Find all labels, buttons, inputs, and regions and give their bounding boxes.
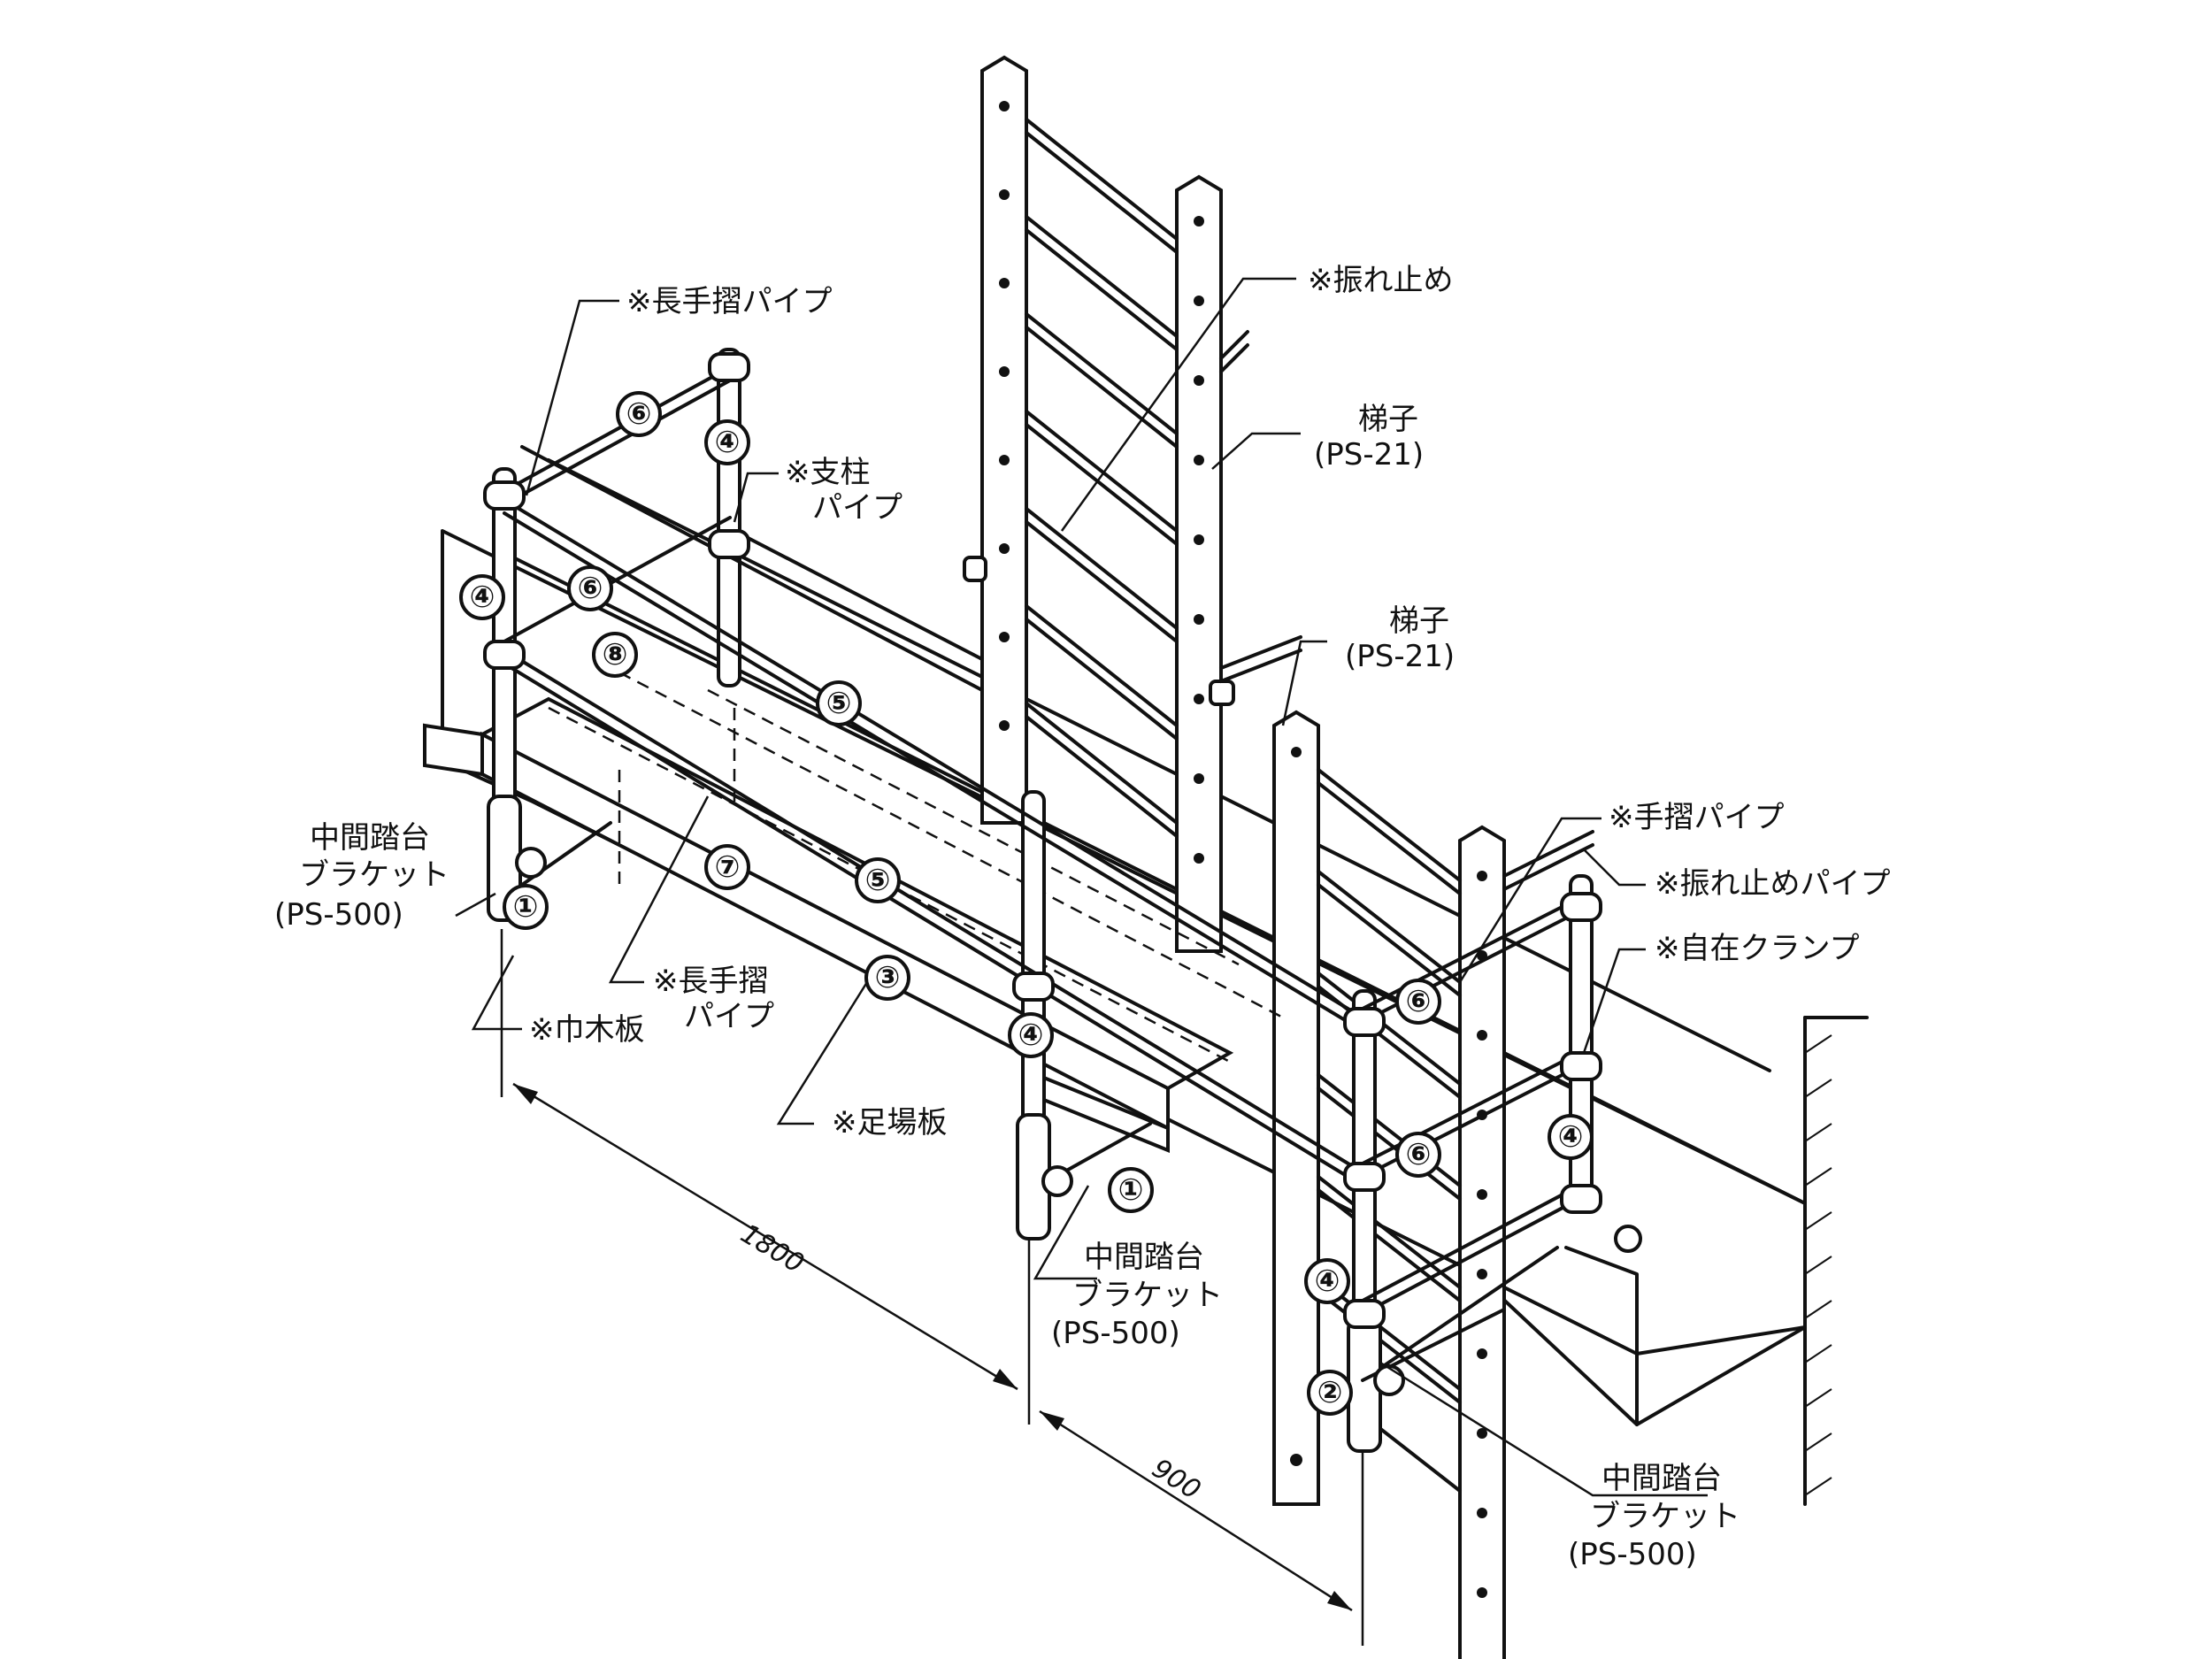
callouts: ※長手摺パイプ ※振れ止め ※支柱 パイプ 梯子 (PS-21) 梯子 (PS-… <box>274 263 1891 1572</box>
svg-text:⑤: ⑤ <box>826 686 852 721</box>
svg-text:⑥: ⑥ <box>626 396 652 432</box>
part-marker-5: ⑤ <box>816 680 862 726</box>
label-free-clamp: ※自在クランプ <box>1655 931 1859 966</box>
label-handrail-pipe: ※手摺パイプ <box>1609 800 1785 835</box>
label-ladder-a-1: 梯子 <box>1358 402 1418 437</box>
label-ladder-b-1: 梯子 <box>1389 603 1449 639</box>
clamps <box>483 352 1642 1396</box>
part-marker-4: ④ <box>1304 1258 1350 1304</box>
part-markers: ⑥ ④ ④ ⑥ ⑧ ⑤ ⑤ ⑦ ③ ① ④ ① ⑥ ⑥ ④ ④ ② <box>459 391 1594 1416</box>
svg-text:④: ④ <box>1558 1119 1584 1155</box>
wall-right <box>1803 1016 1869 1506</box>
label-sway-stop-pipe: ※振れ止めパイプ <box>1655 866 1891 902</box>
svg-text:⑤: ⑤ <box>865 863 891 898</box>
label-sway-stop: ※振れ止め <box>1308 263 1454 298</box>
svg-text:④: ④ <box>1018 1018 1044 1053</box>
part-marker-4: ④ <box>704 419 750 465</box>
label-long-handrail-mid-2: パイプ <box>684 999 774 1034</box>
label-long-handrail-top: ※長手摺パイプ <box>626 284 833 319</box>
part-marker-4: ④ <box>1548 1114 1594 1160</box>
label-bracket-right-3: (PS-500) <box>1568 1537 1697 1572</box>
part-marker-2: ② <box>1307 1370 1353 1416</box>
part-marker-8: ⑧ <box>592 632 638 678</box>
part-marker-7: ⑦ <box>704 844 750 890</box>
svg-text:⑧: ⑧ <box>603 637 628 672</box>
svg-text:⑥: ⑥ <box>1406 1137 1432 1172</box>
svg-text:④: ④ <box>1315 1263 1340 1299</box>
label-support-pipe-2: パイプ <box>812 490 902 526</box>
svg-text:④: ④ <box>715 425 741 460</box>
label-scaffold-board: ※足場板 <box>832 1105 948 1141</box>
label-long-handrail-mid-1: ※長手摺 <box>653 964 769 999</box>
svg-text:②: ② <box>1317 1375 1343 1410</box>
part-marker-3: ③ <box>864 955 910 1001</box>
leader-lines <box>455 277 1708 1497</box>
label-bracket-right-1: 中間踏台 <box>1601 1461 1722 1496</box>
label-bracket-left-1: 中間踏台 <box>310 820 430 856</box>
svg-text:⑥: ⑥ <box>578 571 603 606</box>
label-bracket-right-2: ブラケット <box>1590 1499 1740 1534</box>
svg-text:①: ① <box>1118 1172 1144 1208</box>
svg-text:⑥: ⑥ <box>1406 984 1432 1019</box>
svg-text:①: ① <box>513 889 539 925</box>
part-marker-1: ① <box>1108 1167 1154 1213</box>
dimension-1800: 1800 <box>735 1218 809 1279</box>
part-marker-6: ⑥ <box>1395 1132 1441 1178</box>
label-bracket-left-3: (PS-500) <box>274 897 403 933</box>
label-ladder-a-2: (PS-21) <box>1314 437 1424 472</box>
label-bracket-left-2: ブラケット <box>299 857 449 893</box>
part-marker-6: ⑥ <box>616 391 662 437</box>
label-ladder-b-2: (PS-21) <box>1345 639 1455 674</box>
svg-text:⑦: ⑦ <box>715 849 741 885</box>
label-toe-board: ※巾木板 <box>529 1012 645 1048</box>
part-marker-6: ⑥ <box>567 565 613 611</box>
label-bracket-mid-3: (PS-500) <box>1051 1316 1180 1351</box>
part-marker-6: ⑥ <box>1395 979 1441 1025</box>
ladder-tall <box>963 55 1235 953</box>
part-marker-4: ④ <box>459 574 505 620</box>
ladder-short <box>1272 710 1506 1659</box>
part-marker-4: ④ <box>1008 1012 1054 1058</box>
label-bracket-mid-1: 中間踏台 <box>1084 1240 1204 1275</box>
part-marker-5: ⑤ <box>855 857 901 903</box>
dimension-lines <box>500 929 1364 1646</box>
svg-text:③: ③ <box>875 960 901 995</box>
part-marker-1: ① <box>503 884 549 930</box>
svg-text:④: ④ <box>470 580 495 615</box>
sway-stop <box>1219 330 1302 683</box>
label-support-pipe-1: ※支柱 <box>785 455 871 490</box>
label-bracket-mid-2: ブラケット <box>1072 1278 1223 1313</box>
